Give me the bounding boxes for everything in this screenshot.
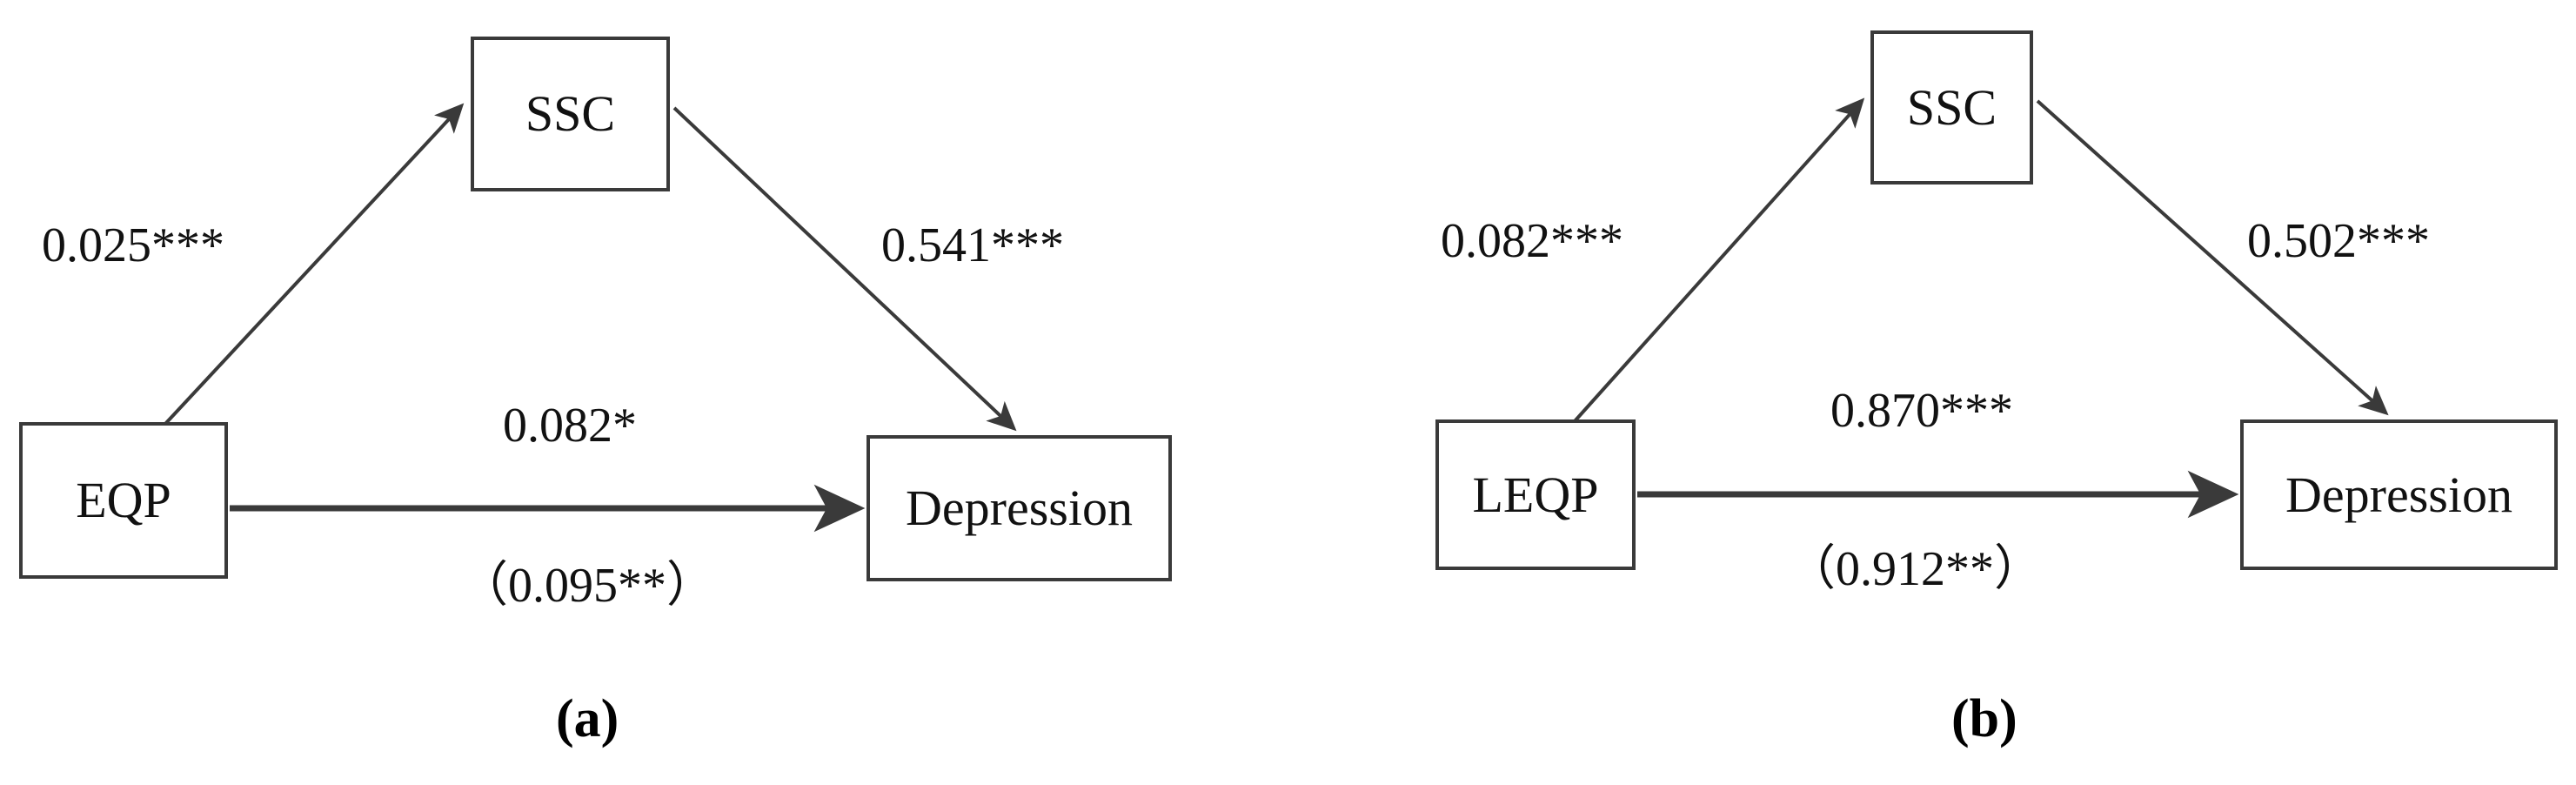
node-box-a-mediator[interactable]: SSC (471, 37, 670, 191)
edge-label-a-predictor-to-mediator: 0.025*** (42, 218, 224, 272)
edge-label-a-total-effect: （0.095**） (459, 559, 715, 613)
node-box-b-predictor[interactable]: LEQP (1435, 419, 1636, 570)
edge-label-b-direct-effect: 0.870*** (1830, 384, 2013, 438)
panel-caption-a: (a) (556, 689, 619, 748)
panel-caption-b: (b) (1951, 689, 2017, 748)
node-box-b-outcome[interactable]: Depression (2240, 419, 2558, 570)
node-box-a-predictor[interactable]: EQP (19, 422, 228, 579)
node-label-a-outcome: Depression (906, 480, 1133, 536)
node-label-a-mediator: SSC (525, 85, 616, 142)
node-box-a-outcome[interactable]: Depression (866, 435, 1172, 581)
node-label-b-mediator: SSC (1906, 78, 1997, 136)
edge-label-b-predictor-to-mediator: 0.082*** (1441, 214, 1623, 268)
node-label-a-predictor: EQP (76, 472, 171, 528)
edge-label-b-mediator-to-outcome: 0.502*** (2247, 214, 2430, 268)
node-box-b-mediator[interactable]: SSC (1870, 30, 2033, 185)
node-label-b-predictor: LEQP (1472, 466, 1599, 523)
edge-label-b-total-effect: （0.912**） (1787, 542, 2043, 596)
node-label-b-outcome: Depression (2285, 466, 2512, 523)
edge-label-a-mediator-to-outcome: 0.541*** (881, 218, 1064, 272)
edge-label-a-direct-effect: 0.082* (503, 399, 637, 453)
